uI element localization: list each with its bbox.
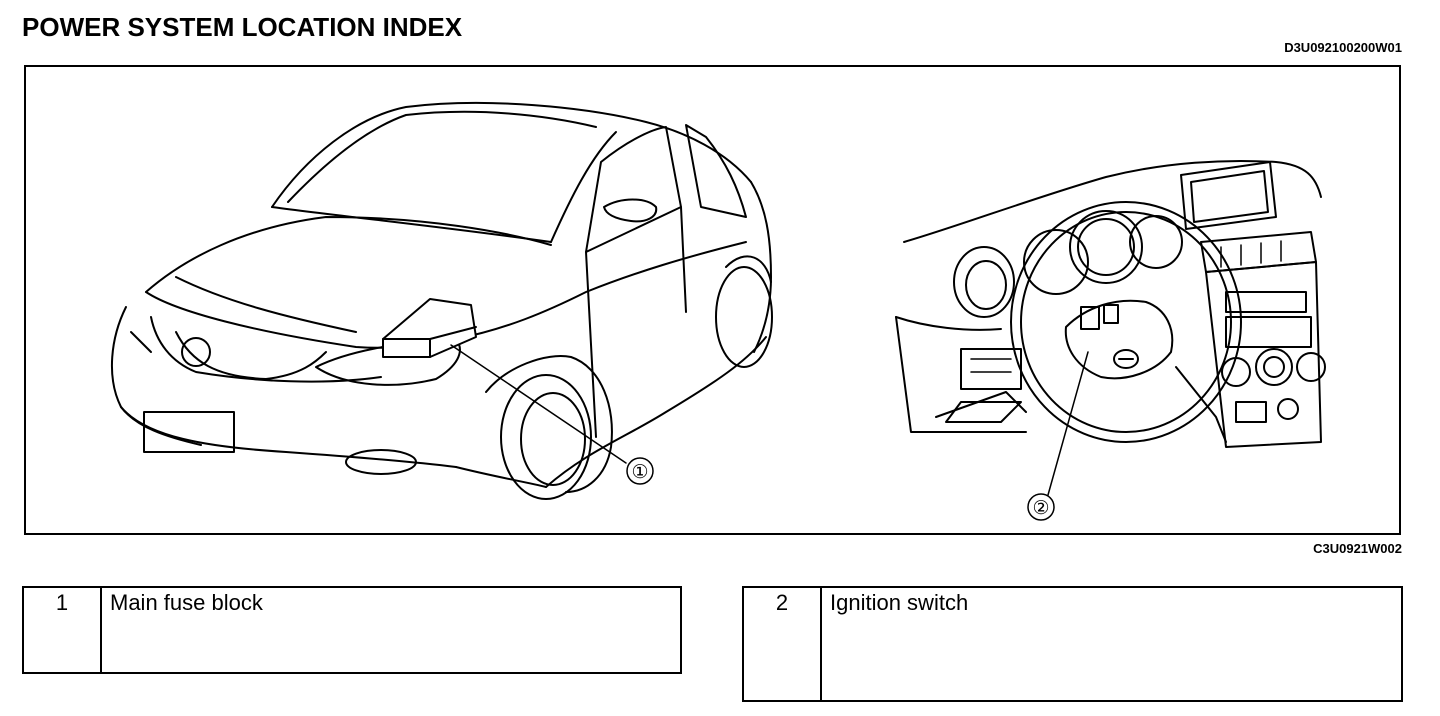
dashboard-drawing [895,159,1326,496]
legend-label: Main fuse block [100,586,682,674]
legend-table-1: 1 Main fuse block [22,586,682,674]
legend-row: 1 Main fuse block [22,586,682,674]
callout-2: ② [1027,493,1055,521]
callout-2-number: ② [1032,498,1049,519]
legend-table-2: 2 Ignition switch [742,586,1403,702]
location-figure: ① ② [24,65,1401,535]
ignition-switch-drawing [1113,349,1139,369]
legend-label: Ignition switch [820,586,1403,702]
figure-code: C3U0921W002 [1313,541,1402,556]
callout-1: ① [626,457,654,485]
page-title: POWER SYSTEM LOCATION INDEX [22,12,463,42]
legend-number: 2 [742,586,822,702]
document-code: D3U092100200W01 [1284,40,1402,55]
car-drawing [111,102,773,500]
callout-1-number: ① [631,462,648,483]
legend-number: 1 [22,586,102,674]
legend-row: 2 Ignition switch [742,586,1403,702]
main-fuse-block-drawing [382,298,477,358]
figure-illustration: ① ② [111,102,1326,521]
